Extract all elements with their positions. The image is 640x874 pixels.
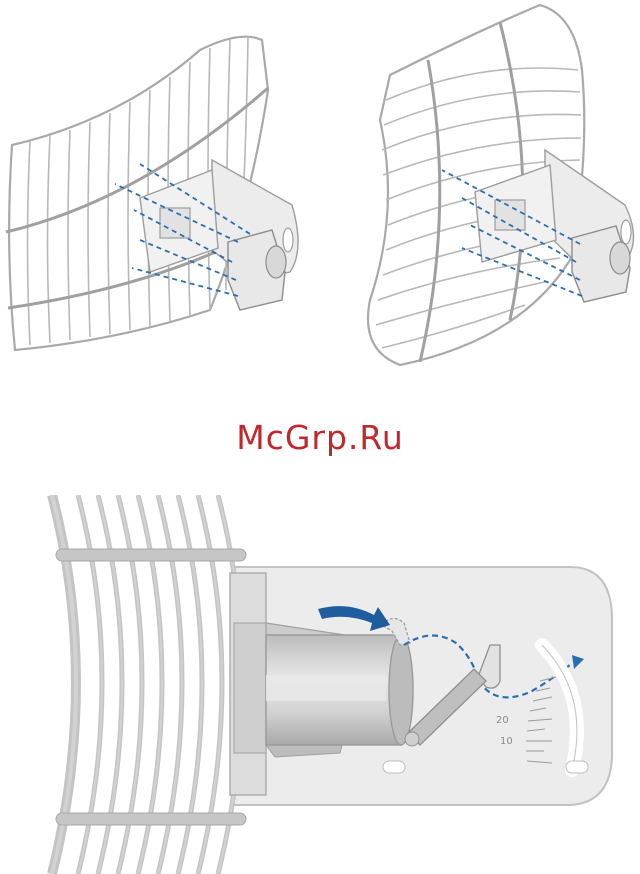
feed-mount-detail-illustration: 20 10 [0,495,640,874]
grid-dish-vertical-illustration [0,10,310,370]
grid-dish-horizontal-illustration [350,0,640,375]
watermark-text: McGrp.Ru [0,418,640,458]
scale-tick-10: 10 [500,736,513,747]
scale-tick-20: 20 [496,715,509,726]
